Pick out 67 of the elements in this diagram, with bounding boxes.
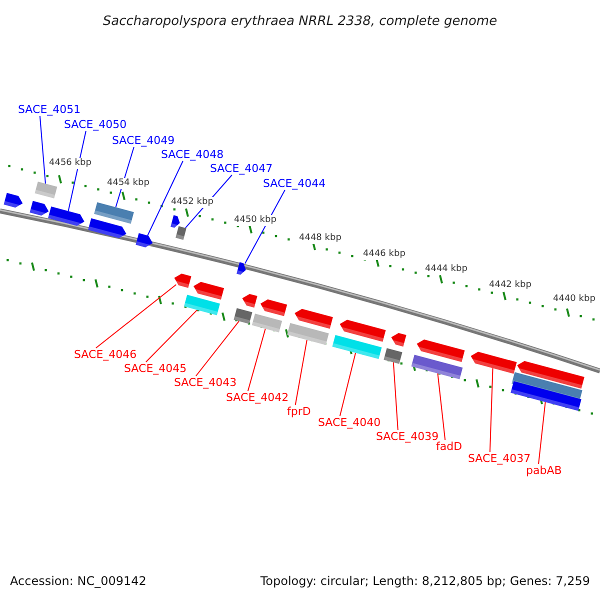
gene-bar <box>510 381 582 411</box>
gene-bar <box>411 354 463 380</box>
gene-label: SACE_4045 <box>124 362 187 375</box>
gene-label: pabAB <box>526 464 562 477</box>
scale-label: 4456 kbp <box>48 158 92 169</box>
gene-block <box>516 359 584 389</box>
gene-block <box>136 233 154 249</box>
gene-label: SACE_4042 <box>226 391 289 404</box>
gene-label: SACE_4047 <box>210 162 273 175</box>
leader-line <box>195 320 240 376</box>
gene-block <box>172 272 192 288</box>
leader-line <box>294 339 308 406</box>
scale-label: 4440 kbp <box>552 294 596 305</box>
footer-note: Topology: circular; Length: 8,212,805 bp; Genes: 7,259 <box>260 574 590 588</box>
scale-label: 4444 kbp <box>424 264 468 275</box>
gene-bar <box>234 308 252 324</box>
leader-line <box>39 116 46 184</box>
gene-block <box>170 215 182 229</box>
gene-bar <box>384 348 402 364</box>
gene-block <box>88 218 128 240</box>
gene-bar <box>184 294 220 316</box>
leader-line <box>538 402 546 464</box>
gene-bar <box>176 226 186 240</box>
gene-label: fprD <box>287 405 311 418</box>
gene-label: SACE_4051 <box>18 103 81 116</box>
gene-block <box>236 262 248 276</box>
gene-label: SACE_4037 <box>468 452 531 465</box>
gene-bar <box>332 335 382 359</box>
gene-label: SACE_4039 <box>376 430 439 443</box>
gene-bar <box>287 323 329 345</box>
leader-line <box>145 309 198 362</box>
scale-label: 4454 kbp <box>106 178 150 189</box>
gene-label: SACE_4043 <box>174 376 237 389</box>
title: Saccharopolyspora erythraea NRRL 2338, complete genome <box>102 14 498 29</box>
gene-block <box>293 307 333 329</box>
footer-note: Accession: NC_009142 <box>10 574 146 588</box>
leader-line <box>489 368 494 452</box>
leader-line <box>392 362 398 430</box>
leader-line <box>95 284 177 348</box>
gene-block <box>192 280 224 300</box>
gene-label: SACE_4049 <box>112 134 175 147</box>
leader-line <box>339 352 356 416</box>
gene-block <box>48 206 86 228</box>
scale-label: 4452 kbp <box>170 197 214 208</box>
gene-label: SACE_4048 <box>161 148 224 161</box>
scale-label: 4442 kbp <box>488 280 532 291</box>
gene-label: SACE_4044 <box>263 177 326 190</box>
gene-bar <box>34 182 58 198</box>
leader-line <box>247 328 266 392</box>
gene-label: SACE_4050 <box>64 118 127 131</box>
gene-bar <box>94 202 134 224</box>
gene-label: SACE_4040 <box>318 416 381 429</box>
gene-block <box>415 338 465 362</box>
leader-line <box>437 372 446 440</box>
scale-label: 4448 kbp <box>298 233 342 244</box>
gene-block <box>240 292 258 308</box>
gene-label: SACE_4046 <box>74 348 137 361</box>
leader-line <box>147 160 184 236</box>
gene-label: fadD <box>436 440 462 453</box>
gene-block <box>338 318 386 342</box>
gene-bar <box>252 314 282 332</box>
scale-label: 4450 kbp <box>233 215 278 226</box>
gene-block <box>469 350 517 374</box>
gene-block <box>4 192 24 210</box>
gene-block <box>30 200 50 218</box>
scale-label: 4446 kbp <box>362 249 406 260</box>
gene-block <box>390 331 406 347</box>
